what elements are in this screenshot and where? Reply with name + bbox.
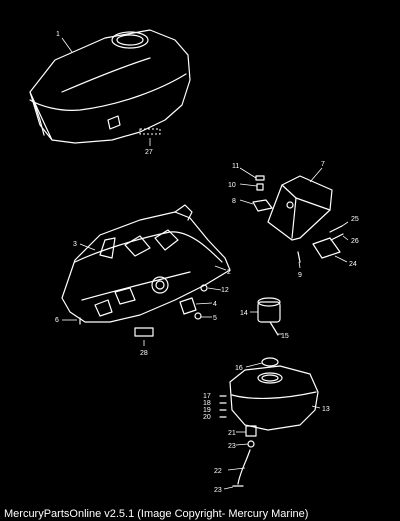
- leader-lines: [61, 37, 349, 490]
- small-plate: [252, 199, 273, 212]
- callout: 17: [203, 393, 211, 400]
- clip-parts: [312, 225, 344, 259]
- callout: 4: [213, 301, 217, 308]
- callout: 11: [232, 163, 239, 170]
- callout: 15: [281, 333, 289, 340]
- callout: 9: [298, 272, 302, 279]
- callout: 19: [203, 407, 211, 414]
- callout: 1: [56, 31, 60, 38]
- lower-cowl: [61, 204, 231, 323]
- callout: 28: [140, 350, 148, 357]
- callout: 8: [232, 198, 236, 205]
- fuel-tank: [229, 365, 319, 431]
- callout: 21: [228, 430, 236, 437]
- pin: [297, 251, 301, 263]
- copyright-footer: MercuryPartsOnline v2.5.1 (Image Copyrig…: [4, 508, 309, 520]
- fuel-hose: [237, 449, 251, 485]
- seal-strip: [139, 128, 161, 135]
- callout: 23: [214, 487, 222, 494]
- callout: 26: [351, 238, 359, 245]
- callout: 16: [235, 365, 243, 372]
- callout: 22: [214, 468, 222, 475]
- callout: 14: [240, 310, 248, 317]
- callout: 18: [203, 400, 211, 407]
- top-cowl: [29, 29, 191, 144]
- parts-exploded-diagram: 1 27 7 11 10 8 25 26 24 9 3 2 12 4 5 6 2…: [29, 29, 359, 494]
- callout: 5: [213, 315, 217, 322]
- callout: 3: [73, 241, 77, 248]
- fuel-cap: [257, 297, 281, 336]
- callout: 23: [228, 443, 236, 450]
- callout: 24: [349, 261, 357, 268]
- callout: 6: [55, 317, 59, 324]
- callout: 20: [203, 414, 211, 421]
- callout: 25: [351, 216, 359, 223]
- callout: 27: [145, 149, 153, 156]
- callout: 12: [221, 287, 229, 294]
- small-screws: [219, 395, 227, 418]
- callout-numbers: 1 27 7 11 10 8 25 26 24 9 3 2 12 4 5 6 2…: [55, 31, 359, 494]
- callout: 13: [322, 406, 330, 413]
- mounting-bracket: [267, 175, 333, 241]
- bolt-washer: [255, 175, 265, 191]
- label-decal: [134, 327, 154, 337]
- callout: 7: [321, 161, 325, 168]
- callout: 2: [227, 269, 231, 276]
- callout: 10: [228, 182, 236, 189]
- gasket-ring: [261, 357, 279, 367]
- small-fasteners: [179, 284, 208, 320]
